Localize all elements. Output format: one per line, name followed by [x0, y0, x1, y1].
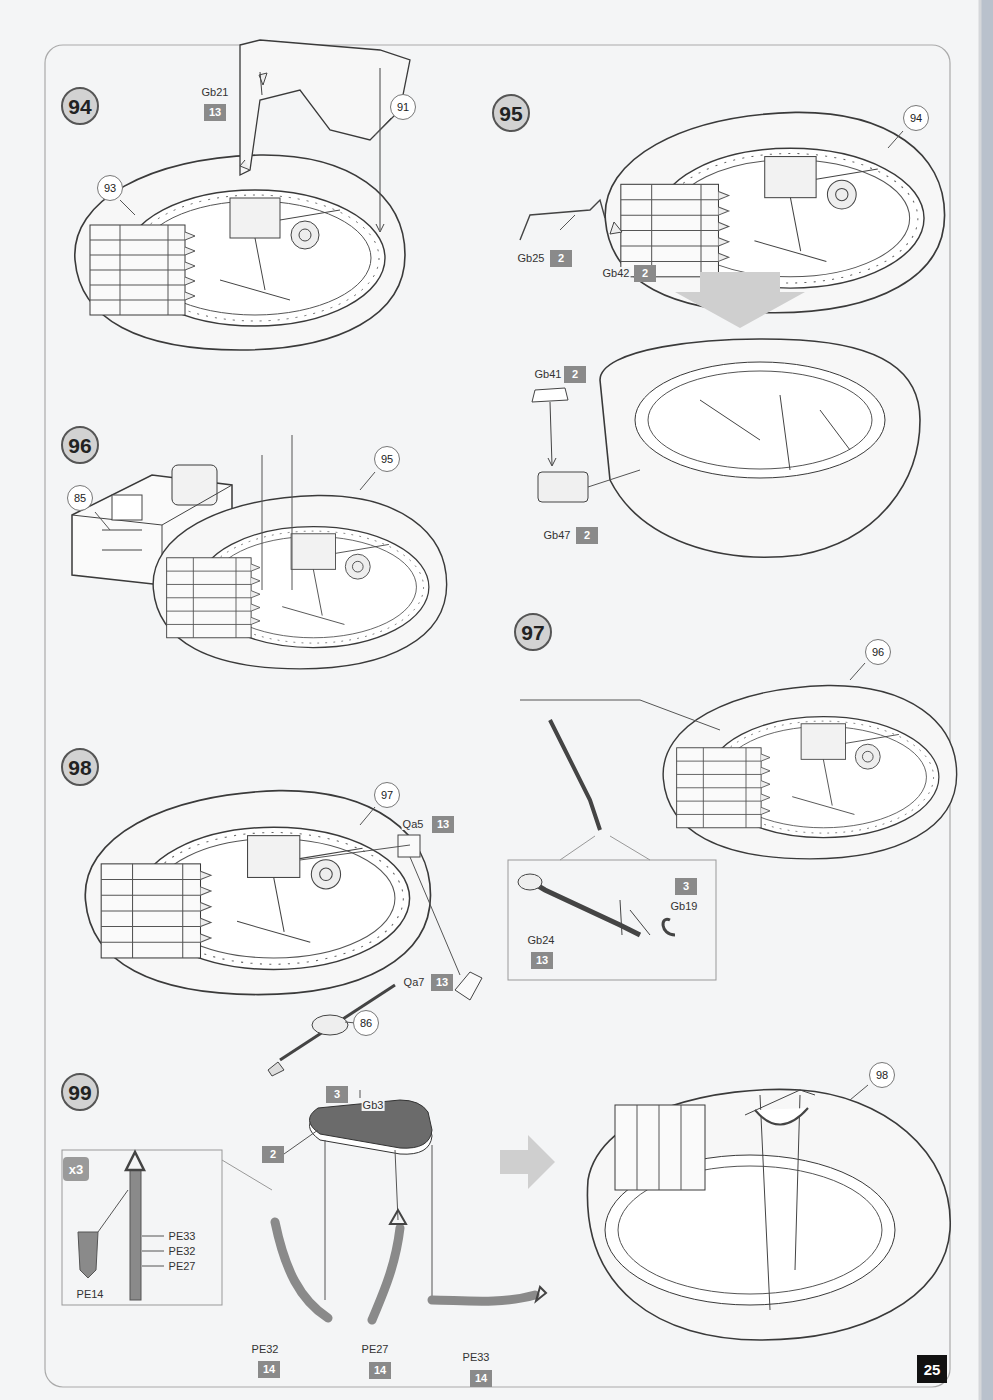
- paint-code-box: 14: [470, 1370, 492, 1387]
- step-number-text: 99: [68, 1082, 91, 1103]
- part-label: Gb47: [543, 529, 572, 541]
- part-label: Gb25: [517, 252, 546, 264]
- part-label: Gb19: [670, 900, 699, 912]
- callout-number-text: 96: [872, 647, 884, 658]
- callout-number-text: 98: [876, 1070, 888, 1081]
- paint-code-box: 2: [576, 527, 598, 544]
- paint-code-box-text: 2: [572, 369, 578, 380]
- part-label: Gb42: [602, 267, 631, 279]
- paint-code-box: 2: [550, 250, 572, 267]
- paint-code-box-text: 2: [642, 268, 648, 279]
- paint-code-box-text: 14: [374, 1365, 386, 1376]
- paint-code-box: 2: [634, 265, 656, 282]
- callout-number-text: 91: [397, 102, 409, 113]
- step-number: 99: [61, 1073, 99, 1111]
- callout-number-text: 97: [381, 790, 393, 801]
- step-number-text: 95: [499, 103, 522, 124]
- paint-code-box-text: 2: [584, 530, 590, 541]
- callout-number: 94: [903, 105, 929, 131]
- paint-code-box-text: 14: [263, 1364, 275, 1375]
- step-99-drawing: [62, 1085, 950, 1340]
- step-98-drawing: [85, 791, 482, 1076]
- paint-code-box: 2: [564, 366, 586, 383]
- callout-number: 97: [374, 782, 400, 808]
- part-label: Gb3: [362, 1099, 385, 1111]
- paint-code-box-text: 13: [437, 819, 449, 830]
- step-number-text: 96: [68, 435, 91, 456]
- callout-number-text: 94: [910, 113, 922, 124]
- step-97-drawing: [508, 663, 957, 980]
- page-number: 25: [917, 1355, 947, 1383]
- step-95-drawing: [520, 112, 945, 557]
- paint-code-box: 13: [204, 104, 226, 121]
- part-label: PE27: [361, 1343, 390, 1355]
- callout-number: 91: [390, 94, 416, 120]
- callout-number: 98: [869, 1062, 895, 1088]
- paint-code-box: 14: [369, 1362, 391, 1379]
- paint-code-box: 3: [675, 878, 697, 895]
- paint-code-box-text: 2: [270, 1149, 276, 1160]
- part-label: PE27: [168, 1260, 197, 1272]
- part-label: Gb24: [527, 934, 556, 946]
- paint-code-box-text: 3: [683, 881, 689, 892]
- callout-number: 95: [374, 446, 400, 472]
- callout-number-text: 95: [381, 454, 393, 465]
- paint-code-box-text: 2: [558, 253, 564, 264]
- quantity-box: x3: [63, 1157, 89, 1181]
- paint-code-box-text: 3: [334, 1089, 340, 1100]
- paint-code-box: 13: [432, 816, 454, 833]
- part-label: Qa5: [402, 818, 425, 830]
- step-94-drawing: [75, 40, 410, 350]
- part-label: Gb41: [534, 368, 563, 380]
- callout-number: 86: [353, 1010, 379, 1036]
- step-number: 96: [61, 426, 99, 464]
- step-number-text: 98: [68, 757, 91, 778]
- step-96-drawing: [72, 435, 447, 669]
- part-label: PE32: [168, 1245, 197, 1257]
- part-label: PE33: [168, 1230, 197, 1242]
- paint-code-box-text: 13: [436, 977, 448, 988]
- paint-code-box-text: 13: [209, 107, 221, 118]
- page-number-text: 25: [924, 1362, 941, 1377]
- step-number: 95: [492, 94, 530, 132]
- step-number: 98: [61, 748, 99, 786]
- quantity-box-text: x3: [69, 1163, 83, 1176]
- paint-code-box: 13: [531, 952, 553, 969]
- part-label: PE33: [462, 1351, 491, 1363]
- paint-code-box-text: 13: [536, 955, 548, 966]
- part-label: PE14: [76, 1288, 105, 1300]
- paint-code-box: 13: [431, 974, 453, 991]
- step-number-text: 97: [521, 622, 544, 643]
- callout-number-text: 85: [74, 493, 86, 504]
- part-label: Qa7: [403, 976, 426, 988]
- callout-number: 85: [67, 485, 93, 511]
- paint-code-box: 14: [258, 1361, 280, 1378]
- part-label: Gb21: [201, 86, 230, 98]
- step-number-text: 94: [68, 96, 91, 117]
- paint-code-box-text: 14: [475, 1373, 487, 1384]
- part-label: PE32: [251, 1343, 280, 1355]
- paint-code-box: 3: [326, 1086, 348, 1103]
- callout-number: 96: [865, 639, 891, 665]
- step-number: 94: [61, 87, 99, 125]
- step-number: 97: [514, 613, 552, 651]
- callout-number-text: 93: [104, 183, 116, 194]
- paint-code-box: 2: [262, 1146, 284, 1163]
- callout-number-text: 86: [360, 1018, 372, 1029]
- callout-number: 93: [97, 175, 123, 201]
